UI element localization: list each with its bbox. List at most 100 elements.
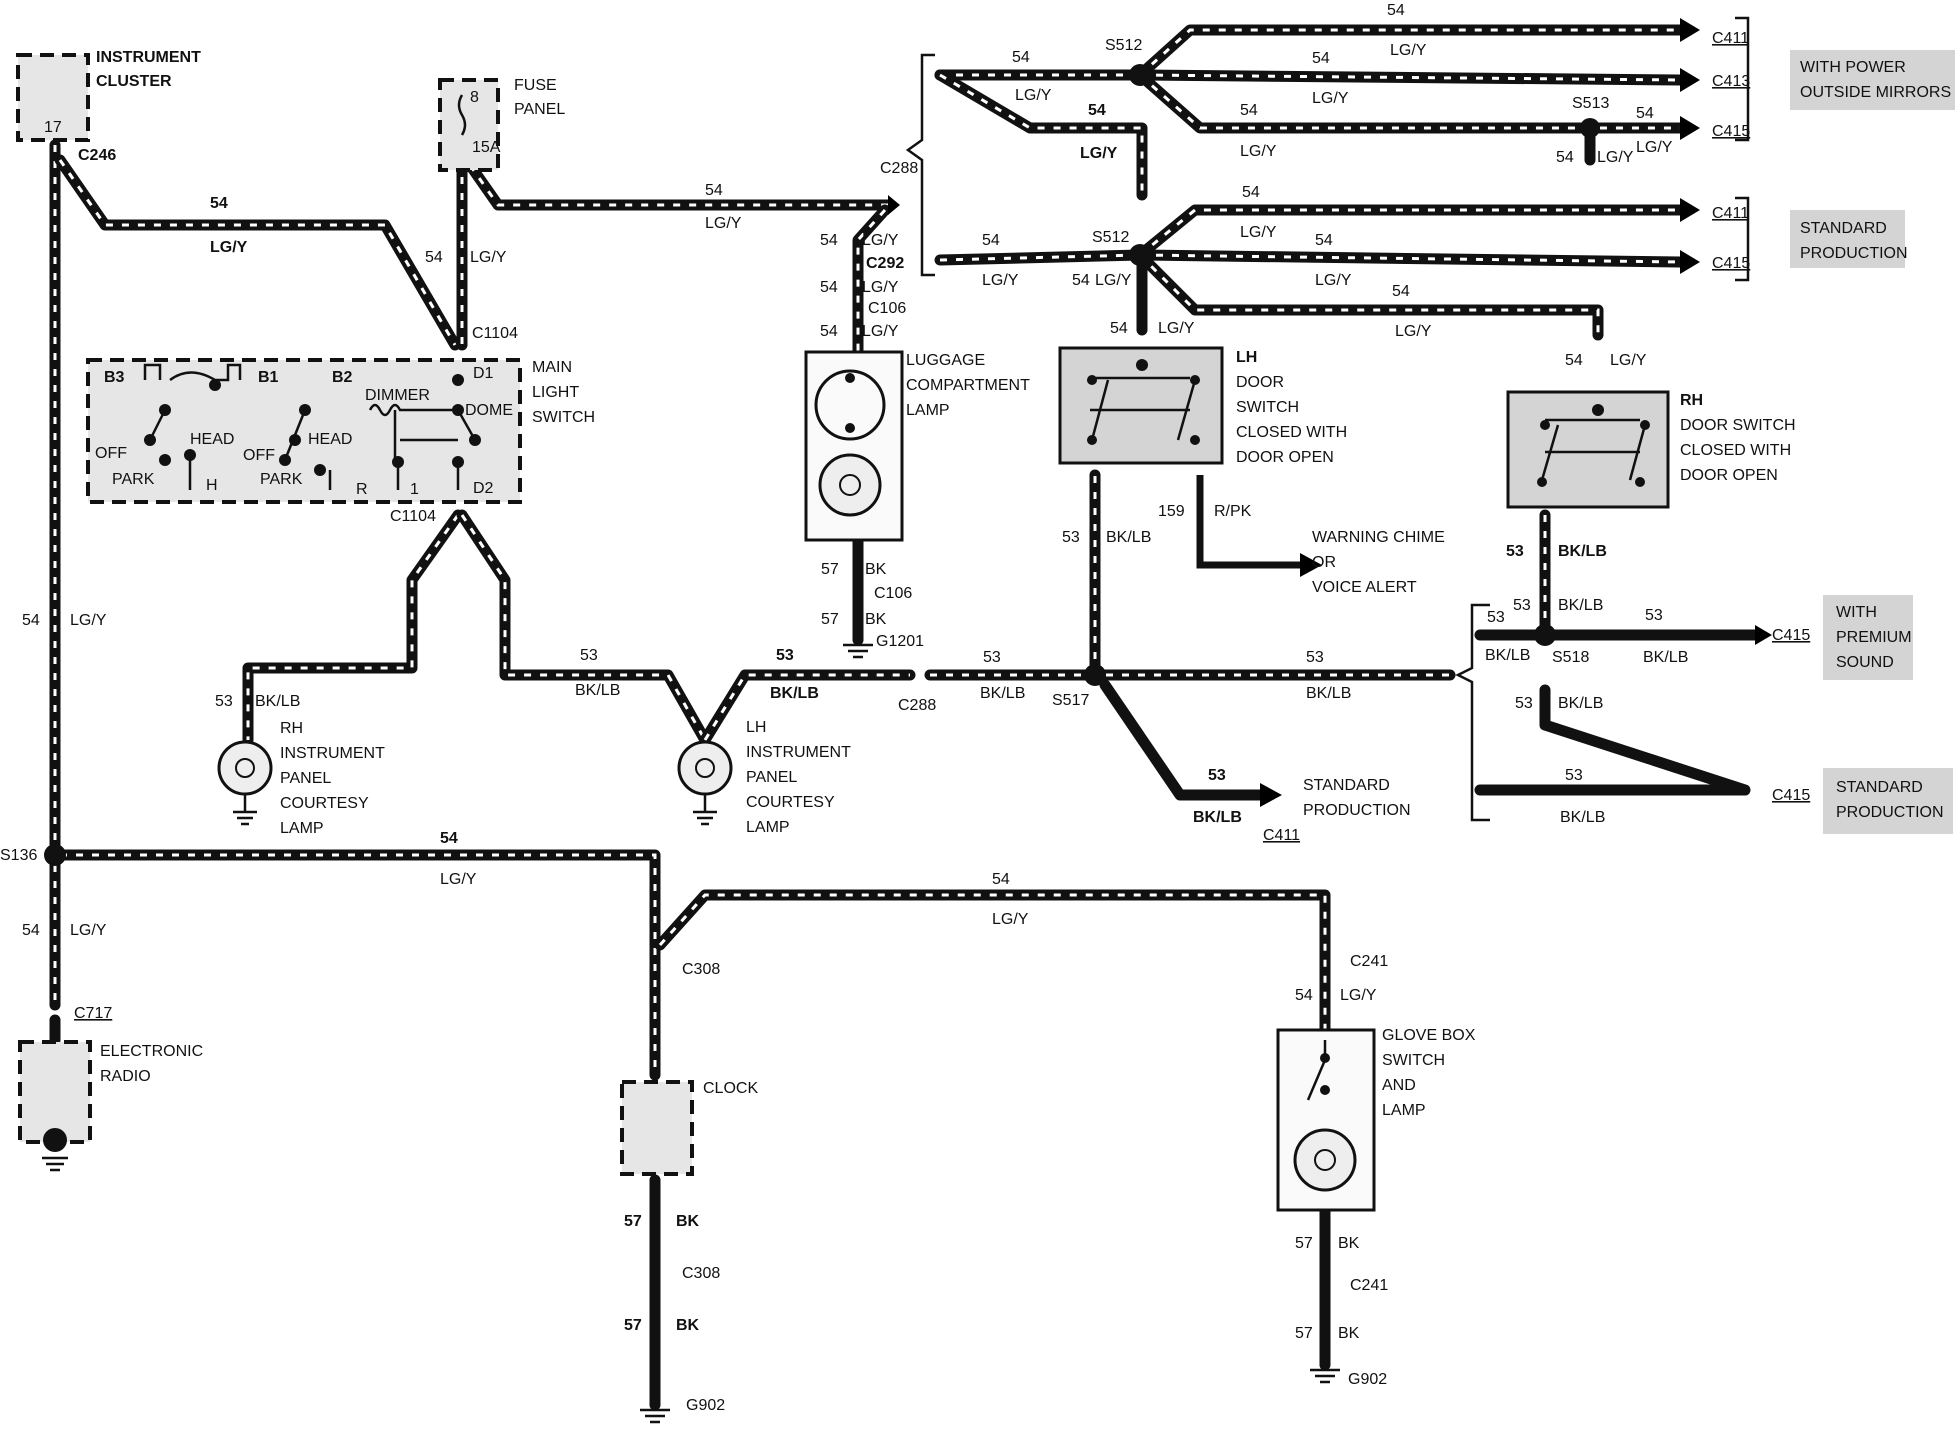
svg-text:G902: G902 [1348, 1371, 1387, 1388]
svg-text:C717: C717 [74, 1005, 112, 1022]
s512-mid-splice [1129, 244, 1151, 266]
wire-fuse-to-c288 [464, 159, 894, 211]
svg-text:57: 57 [1295, 1235, 1313, 1252]
svg-text:54: 54 [210, 195, 228, 212]
svg-text:54: 54 [22, 612, 40, 629]
svg-text:B3: B3 [104, 369, 125, 386]
svg-text:LG/Y: LG/Y [982, 272, 1019, 289]
wire-labels: 54 LG/Y 54 LG/Y 54 LG/Y 54 LG/Y 54 LG/Y … [22, 2, 1688, 1342]
svg-text:LG/Y: LG/Y [862, 232, 899, 249]
svg-text:BK/LB: BK/LB [1558, 597, 1603, 614]
svg-text:C1104: C1104 [390, 508, 436, 525]
svg-text:53: 53 [1565, 767, 1583, 784]
svg-text:LG/Y: LG/Y [1158, 320, 1195, 337]
svg-text:54: 54 [1565, 352, 1583, 369]
svg-text:54: 54 [820, 323, 838, 340]
main-light-switch-label-1: MAIN [532, 359, 572, 376]
svg-text:LH: LH [746, 719, 766, 736]
svg-text:R: R [356, 481, 368, 498]
svg-text:54: 54 [1012, 49, 1030, 66]
svg-text:SOUND: SOUND [1836, 654, 1894, 671]
svg-text:C106: C106 [868, 300, 906, 317]
svg-text:LG/Y: LG/Y [1240, 224, 1277, 241]
wire-cluster-to-switch [54, 154, 461, 351]
rh-door-switch: RH DOOR SWITCH CLOSED WITH DOOR OPEN [1506, 390, 1796, 509]
svg-text:53: 53 [1062, 529, 1080, 546]
svg-text:LG/Y: LG/Y [1395, 323, 1432, 340]
svg-text:53: 53 [1513, 597, 1531, 614]
svg-text:C413: C413 [1712, 73, 1750, 90]
svg-text:54: 54 [1110, 320, 1128, 337]
svg-text:LG/Y: LG/Y [440, 871, 477, 888]
lh-door-switch: LH DOOR SWITCH CLOSED WITH DOOR OPEN [1058, 346, 1347, 466]
svg-text:54: 54 [1088, 102, 1106, 119]
svg-text:C411: C411 [1712, 205, 1749, 222]
rh-door-label-2: DOOR SWITCH [1680, 417, 1796, 434]
svg-text:BK: BK [1338, 1325, 1360, 1342]
svg-text:B2: B2 [332, 369, 353, 386]
lh-door-label-2: DOOR [1236, 374, 1284, 391]
svg-text:STANDARD: STANDARD [1836, 779, 1923, 796]
lh-door-label-3: SWITCH [1236, 399, 1299, 416]
svg-text:RADIO: RADIO [100, 1068, 151, 1085]
svg-text:G1201: G1201 [876, 633, 924, 650]
svg-text:C308: C308 [682, 961, 720, 978]
svg-text:54: 54 [1295, 987, 1313, 1004]
svg-text:54: 54 [1072, 272, 1090, 289]
svg-text:BK: BK [865, 561, 887, 578]
svg-text:LG/Y: LG/Y [1597, 149, 1634, 166]
svg-text:54: 54 [440, 830, 458, 847]
svg-text:53: 53 [580, 647, 598, 664]
svg-text:RH: RH [280, 720, 303, 737]
svg-text:53: 53 [983, 649, 1001, 666]
svg-text:PANEL: PANEL [280, 770, 331, 787]
rh-door-label-1: RH [1680, 392, 1703, 409]
circuit-57-wires [49, 475, 1331, 1411]
clock: CLOCK [620, 1080, 758, 1176]
svg-text:WITH: WITH [1836, 604, 1877, 621]
svg-text:OFF: OFF [95, 445, 127, 462]
luggage-lamp-label-3: LAMP [906, 402, 950, 419]
luggage-lamp-label-1: LUGGAGE [906, 352, 985, 369]
svg-text:LG/Y: LG/Y [1312, 90, 1349, 107]
svg-text:C241: C241 [1350, 1277, 1388, 1294]
note-boxes: WITH POWER OUTSIDE MIRRORS STANDARD PROD… [1303, 50, 1955, 834]
svg-text:54: 54 [1315, 232, 1333, 249]
svg-text:OR: OR [1312, 554, 1336, 571]
svg-text:ELECTRONIC: ELECTRONIC [100, 1043, 203, 1060]
svg-text:LG/Y: LG/Y [1015, 87, 1052, 104]
svg-text:53: 53 [776, 647, 794, 664]
svg-text:B1: B1 [258, 369, 279, 386]
svg-text:BK/LB: BK/LB [1106, 529, 1151, 546]
svg-text:DOME: DOME [465, 402, 513, 419]
svg-text:C288: C288 [880, 160, 918, 177]
wire-switch-to-lh-lamp [456, 509, 711, 746]
svg-text:BK/LB: BK/LB [1558, 543, 1607, 560]
svg-text:54: 54 [705, 182, 723, 199]
wire-s517-to-c411 [1099, 679, 1266, 801]
svg-text:VOICE ALERT: VOICE ALERT [1312, 579, 1417, 596]
svg-text:54: 54 [820, 279, 838, 296]
svg-text:54: 54 [425, 249, 443, 266]
svg-text:8: 8 [470, 89, 479, 106]
svg-text:54: 54 [1242, 184, 1260, 201]
svg-text:53: 53 [1506, 543, 1524, 560]
svg-text:PARK: PARK [112, 471, 155, 488]
svg-text:WITH POWER: WITH POWER [1800, 59, 1906, 76]
svg-text:BK/LB: BK/LB [980, 685, 1025, 702]
svg-text:D2: D2 [473, 480, 494, 497]
instrument-cluster: 17 INSTRUMENT CLUSTER C246 [16, 49, 201, 164]
svg-text:BK/LB: BK/LB [575, 682, 620, 699]
svg-text:BK: BK [865, 611, 887, 628]
circuit-53-wires [242, 469, 1761, 801]
svg-text:54: 54 [1312, 50, 1330, 67]
svg-text:LAMP: LAMP [280, 820, 324, 837]
svg-text:S512: S512 [1105, 37, 1142, 54]
svg-text:53: 53 [1208, 767, 1226, 784]
svg-text:PREMIUM: PREMIUM [1836, 629, 1912, 646]
lh-door-label-5: DOOR OPEN [1236, 449, 1334, 466]
svg-text:HEAD: HEAD [190, 431, 234, 448]
svg-text:COURTESY: COURTESY [746, 794, 835, 811]
svg-text:54: 54 [1636, 105, 1654, 122]
svg-text:OFF: OFF [243, 447, 275, 464]
